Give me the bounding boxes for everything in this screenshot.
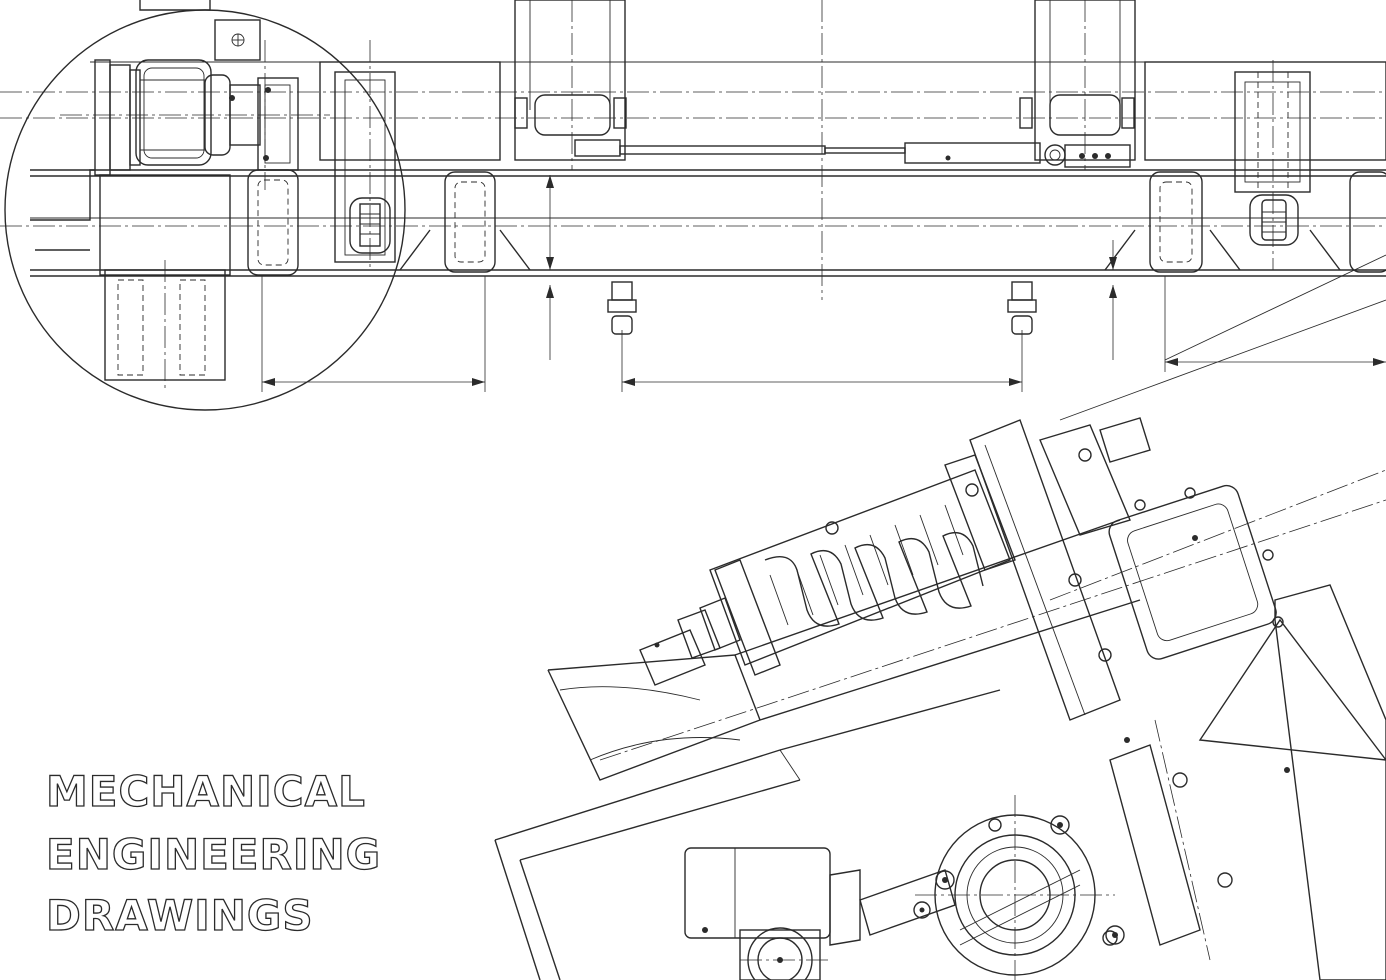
title-line-2: ENGINEERING: [46, 830, 381, 879]
title-line-3: DRAWINGS: [46, 891, 314, 940]
detail-view-circle: [4, 0, 406, 411]
gearbox: [684, 847, 831, 980]
title-block: MECHANICAL ENGINEERING DRAWINGS: [45, 766, 381, 940]
frame-elevation-view: [0, 0, 1386, 335]
coil-spring: [709, 454, 1016, 676]
angled-spring-assembly: [494, 254, 1386, 980]
bearing-housing: [915, 795, 1125, 980]
title-line-1: MECHANICAL: [46, 767, 366, 816]
dimension-lines: [261, 175, 1386, 392]
